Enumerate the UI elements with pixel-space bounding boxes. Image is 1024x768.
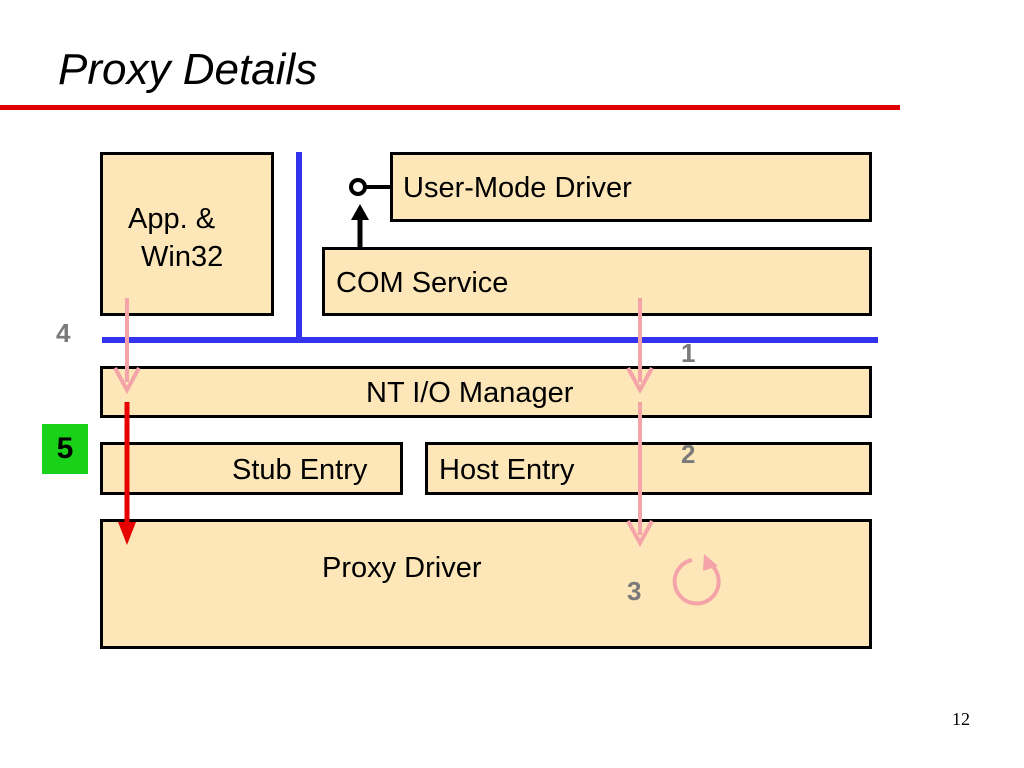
com-service-label: COM Service	[336, 267, 509, 299]
step-3-label: 3	[627, 576, 642, 606]
title-underline	[0, 105, 900, 110]
user-mode-driver-label: User-Mode Driver	[403, 172, 632, 204]
vertical-boundary-line	[296, 152, 302, 342]
page-number: 12	[952, 709, 970, 729]
step-2-label: 2	[681, 439, 696, 469]
host-entry-label: Host Entry	[439, 454, 575, 486]
app-win32-box: App. & Win32	[100, 152, 274, 316]
com-to-driver-connector	[349, 178, 390, 247]
horizontal-boundary-line	[102, 337, 878, 343]
nt-io-manager-label: NT I/O Manager	[366, 377, 574, 409]
step-1-label: 1	[681, 338, 696, 368]
stub-entry-box: Stub Entry	[100, 442, 403, 495]
proxy-driver-box: Proxy Driver	[100, 519, 872, 649]
step-4-label: 4	[56, 318, 71, 348]
user-mode-driver-box: User-Mode Driver	[390, 152, 872, 222]
proxy-driver-label: Proxy Driver	[322, 552, 482, 584]
app-label-line1: App. &	[128, 203, 216, 235]
step-5-badge: 5	[42, 424, 88, 474]
nt-io-manager-box: NT I/O Manager	[100, 366, 872, 418]
stub-entry-label: Stub Entry	[232, 454, 368, 486]
host-entry-box: Host Entry	[425, 442, 872, 495]
slide-title: Proxy Details	[58, 45, 318, 94]
com-service-box: COM Service	[322, 247, 872, 316]
app-label-line2: Win32	[141, 241, 224, 273]
